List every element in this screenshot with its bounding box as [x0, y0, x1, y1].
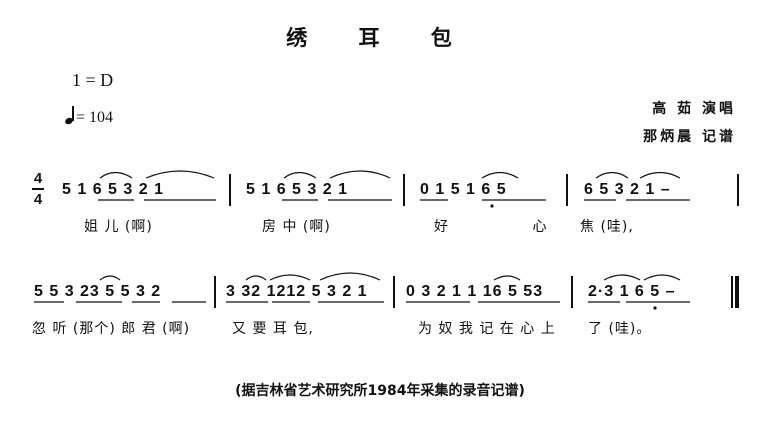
lyric-1-3: 好 心	[434, 219, 587, 235]
slur-mark	[145, 170, 215, 179]
lyric-2-3: 为 奴 我 记 在 心 上	[418, 321, 556, 337]
measure-1-2: 5 1 6 5 3 2 1	[246, 181, 348, 198]
slur-mark	[595, 171, 629, 179]
slur-mark	[603, 274, 641, 281]
barline	[737, 174, 739, 206]
lyric-2-2: 又 要 耳 包,	[232, 321, 314, 337]
source-note: (据吉林省艺术研究所1984年采集的录音记谱)	[235, 383, 525, 399]
lyric-1-2: 房 中 (啊)	[262, 219, 331, 235]
octave-dot	[653, 306, 657, 310]
slur-mark	[493, 275, 521, 281]
lyric-2-1: 忽 听 (那个) 郎 君 (啊)	[32, 321, 191, 337]
lyric-2-4: 了 (哇)。	[588, 321, 652, 337]
barline	[229, 174, 231, 206]
tempo-value: = 104	[76, 109, 114, 126]
barline	[571, 276, 573, 308]
slur-mark	[269, 274, 311, 281]
slur-mark	[639, 171, 681, 179]
measure-1-1: 5 1 6 5 3 2 1	[62, 181, 164, 198]
time-signature: 4 4	[32, 170, 44, 208]
measure-2-3: 0 3 2 1 1 16 5 53	[406, 283, 544, 300]
barline	[566, 174, 568, 206]
key-signature: 1 = D	[72, 70, 114, 90]
slur-mark	[99, 275, 121, 281]
slur-mark	[643, 274, 681, 281]
final-barline-thick	[735, 276, 739, 308]
lyric-1-4: 焦 (哇),	[580, 219, 634, 235]
slur-mark	[283, 171, 317, 179]
slur-mark	[329, 170, 391, 179]
lyric-1-1: 姐 儿 (啊)	[84, 219, 153, 235]
barline	[214, 276, 216, 308]
song-title: 绣 耳 包	[286, 26, 474, 50]
final-barline-thin	[731, 276, 733, 308]
slur-mark	[245, 275, 267, 281]
time-signature-bottom: 4	[33, 190, 43, 208]
transcriber-credit: 那炳晨 记谱	[643, 129, 736, 145]
measure-1-4: 6 5 3 2 1 –	[584, 181, 671, 198]
slur-mark	[481, 171, 519, 179]
octave-dot	[490, 204, 494, 208]
measure-2-4: 2·3 1 6 5 –	[588, 283, 676, 300]
measure-2-1: 5 5 3 23 5 5 3 2	[34, 283, 162, 300]
singer-credit: 高 茹 演唱	[652, 101, 736, 117]
time-signature-top: 4	[33, 170, 43, 187]
tempo-marking: = 104	[64, 106, 114, 127]
slur-mark	[99, 171, 133, 179]
barline	[403, 174, 405, 206]
barline	[393, 276, 395, 308]
measure-1-3: 0 1 5 1 6 5	[420, 181, 507, 198]
measure-2-2: 3 32 1212 5 3 2 1	[226, 283, 368, 300]
slur-mark	[319, 272, 381, 281]
quarter-note-icon	[64, 106, 74, 126]
